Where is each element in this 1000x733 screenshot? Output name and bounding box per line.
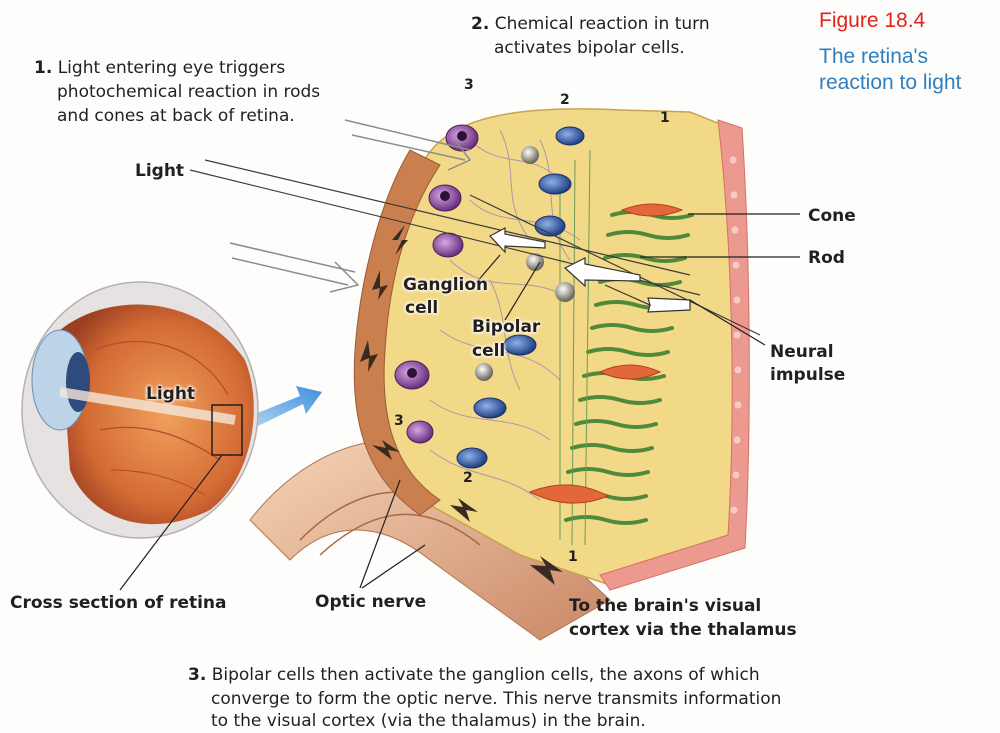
label-light-top: Light [135,160,184,182]
step-1-text-1: Light entering eye triggers [58,58,286,78]
step-3-number: 3. [188,665,206,685]
layer-number-top-3: 3 [464,77,474,93]
label-optic-nerve: Optic nerve [315,591,426,613]
layer-number-bottom-1: 1 [568,549,578,565]
eye-cross-section [22,282,258,538]
step-3-line-1: 3. Bipolar cells then activate the gangl… [188,664,760,686]
step-1-line-1: 1. Light entering eye triggers [34,57,285,79]
step-1-line-2: photochemical reaction in rods [57,81,320,103]
layer-number-top-2: 2 [560,92,570,108]
step-2-line-2: activates bipolar cells. [494,37,685,59]
step-1-line-3: and cones at back of retina. [57,105,295,127]
label-cross-section: Cross section of retina [10,592,227,614]
label-cone: Cone [808,205,856,227]
label-brain-2: cortex via the thalamus [569,619,797,641]
step-3-text-1: Bipolar cells then activate the ganglion… [212,665,760,685]
label-bipolar-cell-2: cell [472,340,505,362]
step-1-number: 1. [34,58,52,78]
label-ganglion-cell-2: cell [405,297,438,319]
figure-title: Figure 18.4 [819,9,925,33]
layer-number-top-1: 1 [660,110,670,126]
layer-number-bottom-2: 2 [463,470,473,486]
label-neural-impulse-1: Neural [770,341,834,363]
layer-number-bottom-3: 3 [394,413,404,429]
label-neural-impulse-2: impulse [770,364,845,386]
step-2-number: 2. [471,14,489,34]
step-3-line-3: to the visual cortex (via the thalamus) … [211,710,646,732]
step-3-line-2: converge to form the optic nerve. This n… [211,688,781,710]
step-2-text-1: Chemical reaction in turn [495,14,710,34]
label-light-eye: Light [146,383,195,405]
figure-subtitle: The retina's reaction to light [819,44,999,96]
label-brain-1: To the brain's visual [569,595,761,617]
label-bipolar-cell-1: Bipolar [472,316,540,338]
label-rod: Rod [808,247,845,269]
label-ganglion-cell-1: Ganglion [403,274,488,296]
step-2-line-1: 2. Chemical reaction in turn [471,13,710,35]
